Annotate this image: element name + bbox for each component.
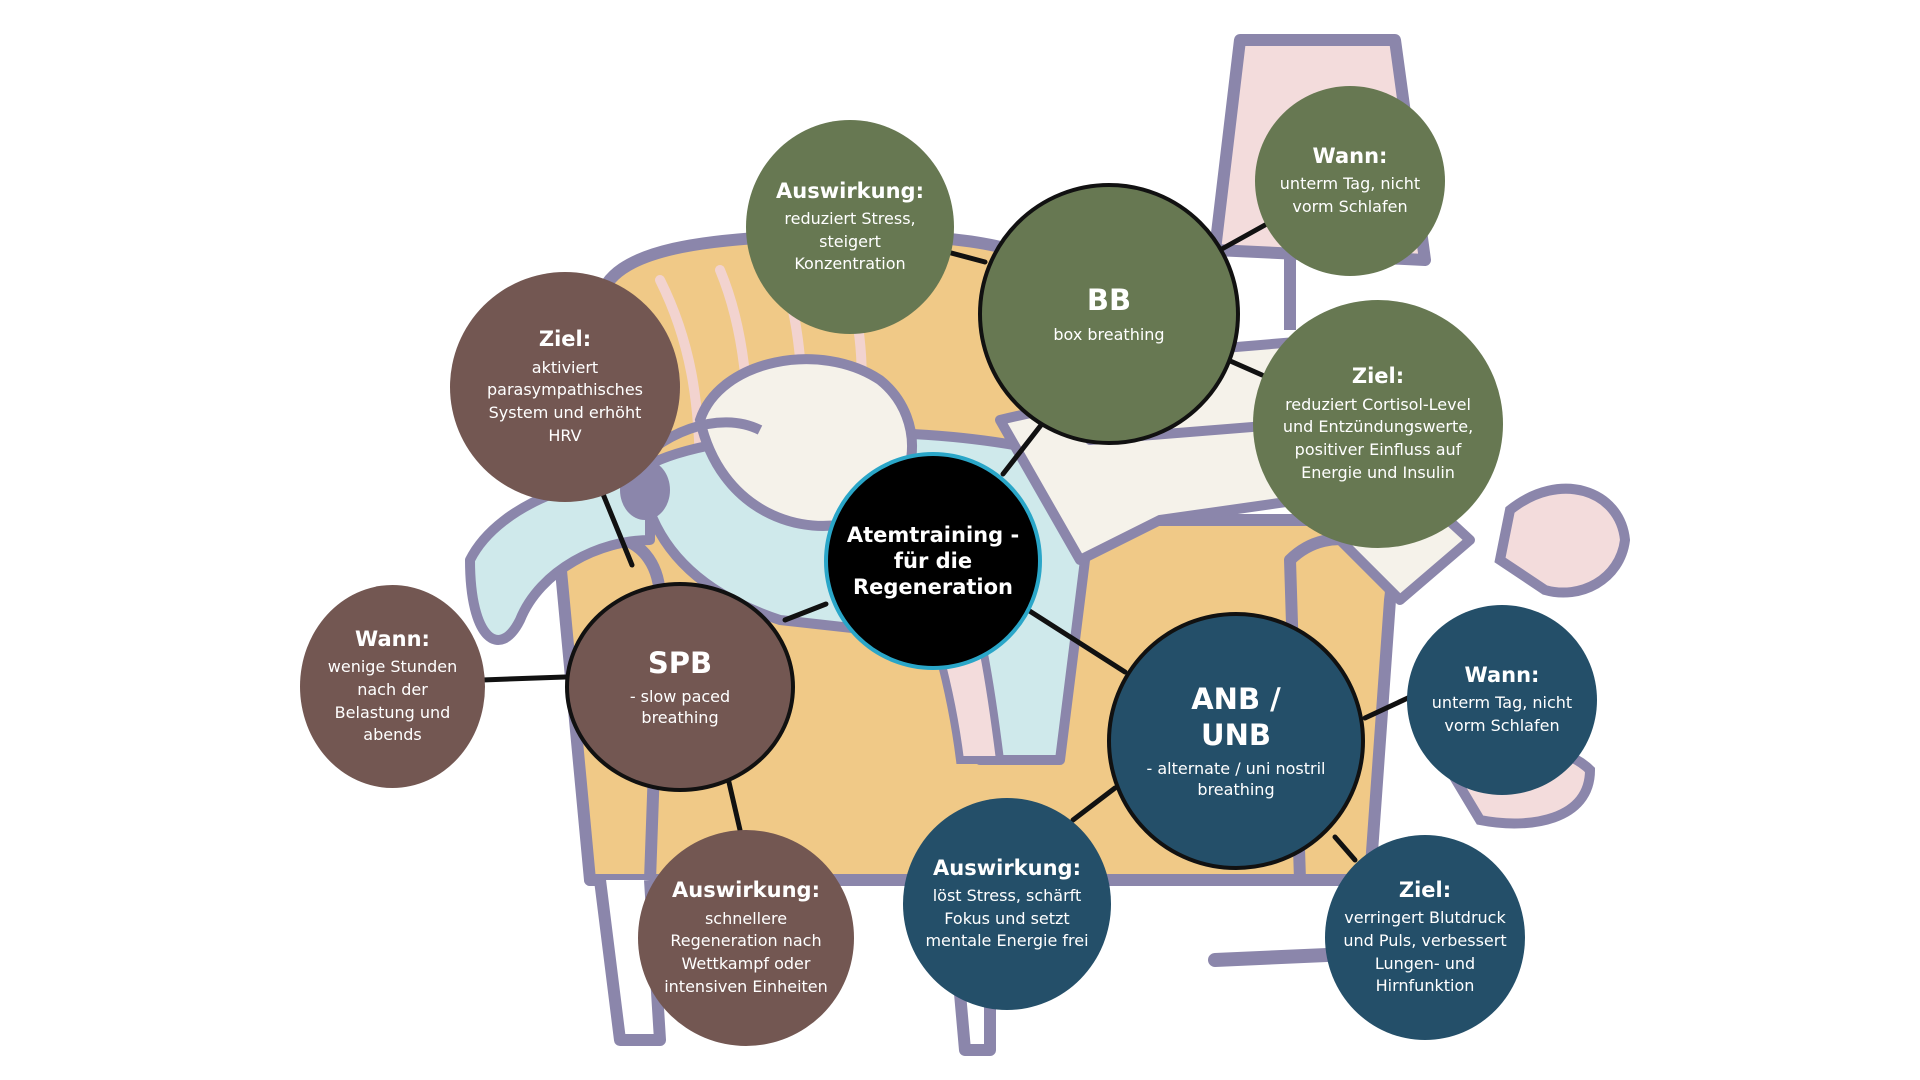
anb-ziel-title: Ziel: — [1398, 877, 1452, 902]
bb-ziel-node: Ziel: reduziert Cortisol-Level und Entzü… — [1253, 300, 1503, 548]
bb-wann-title: Wann: — [1312, 144, 1388, 169]
bb-ziel-title: Ziel: — [1351, 364, 1405, 389]
connector-spb-auswirkung — [725, 775, 743, 833]
bb-subtitle: box breathing — [1053, 324, 1165, 344]
center-node: Atemtraining - für die Regeneration — [824, 452, 1042, 670]
connector-bb-ziel — [1225, 357, 1265, 378]
anb-wann-title: Wann: — [1464, 663, 1540, 688]
anb-subtitle: - alternate / uni nostril breathing — [1146, 759, 1326, 800]
anb-auswirkung-node: Auswirkung: löst Stress, schärft Fokus u… — [903, 798, 1111, 1010]
spb-wann-title: Wann: — [355, 626, 430, 651]
spb-subtitle: - slow paced breathing — [629, 687, 731, 728]
anb-auswirkung-text: löst Stress, schärft Fokus und setzt men… — [925, 886, 1089, 951]
spb-auswirkung-node: Auswirkung: schnellere Regeneration nach… — [638, 830, 854, 1046]
spb-wann-node: Wann: wenige Stunden nach der Belastung … — [300, 585, 485, 788]
bb-wann-text: unterm Tag, nicht vorm Schlafen — [1279, 174, 1421, 217]
connector-spb-wann — [479, 674, 568, 683]
connector-anb-wann — [1362, 694, 1413, 721]
connector-anb-auswirkung — [1070, 785, 1118, 823]
spb-auswirkung-title: Auswirkung: — [672, 878, 820, 903]
anb-hub: ANB / UNB - alternate / uni nostril brea… — [1107, 612, 1365, 870]
center-title: Atemtraining - für die Regeneration — [846, 522, 1020, 600]
bb-hub: BB box breathing — [978, 183, 1240, 445]
bb-title: BB — [1086, 283, 1132, 318]
connector-center-anb — [1025, 607, 1128, 675]
bb-wann-node: Wann: unterm Tag, nicht vorm Schlafen — [1255, 86, 1445, 276]
spb-ziel-node: Ziel: aktiviert parasympathisches System… — [450, 272, 680, 502]
anb-ziel-node: Ziel: verringert Blutdruck und Puls, ver… — [1325, 835, 1525, 1040]
anb-wann-text: unterm Tag, nicht vorm Schlafen — [1431, 693, 1573, 736]
spb-title: SPB — [647, 646, 713, 681]
spb-wann-text: wenige Stunden nach der Belastung und ab… — [327, 657, 458, 745]
anb-ziel-text: verringert Blutdruck und Puls, verbesser… — [1343, 908, 1507, 996]
bb-ziel-text: reduziert Cortisol-Level und Entzündungs… — [1282, 394, 1474, 482]
connector-bb-wann — [1217, 222, 1268, 253]
spb-ziel-title: Ziel: — [538, 327, 592, 352]
connector-center-bb — [1000, 417, 1048, 477]
bb-auswirkung-title: Auswirkung: — [776, 178, 924, 203]
anb-title: ANB / UNB — [1191, 681, 1281, 753]
bb-auswirkung-node: Auswirkung: reduziert Stress, steigert K… — [746, 120, 954, 334]
anb-auswirkung-title: Auswirkung: — [933, 855, 1081, 880]
spb-auswirkung-text: schnellere Regeneration nach Wettkampf o… — [664, 908, 828, 996]
anb-wann-node: Wann: unterm Tag, nicht vorm Schlafen — [1407, 605, 1597, 795]
bb-auswirkung-text: reduziert Stress, steigert Konzentration — [784, 209, 916, 274]
connector-anb-ziel — [1332, 834, 1358, 863]
connector-spb-ziel — [600, 491, 635, 568]
spb-ziel-text: aktiviert parasympathisches System und e… — [486, 357, 643, 445]
connector-center-spb — [782, 601, 829, 623]
spb-hub: SPB - slow paced breathing — [565, 582, 795, 792]
